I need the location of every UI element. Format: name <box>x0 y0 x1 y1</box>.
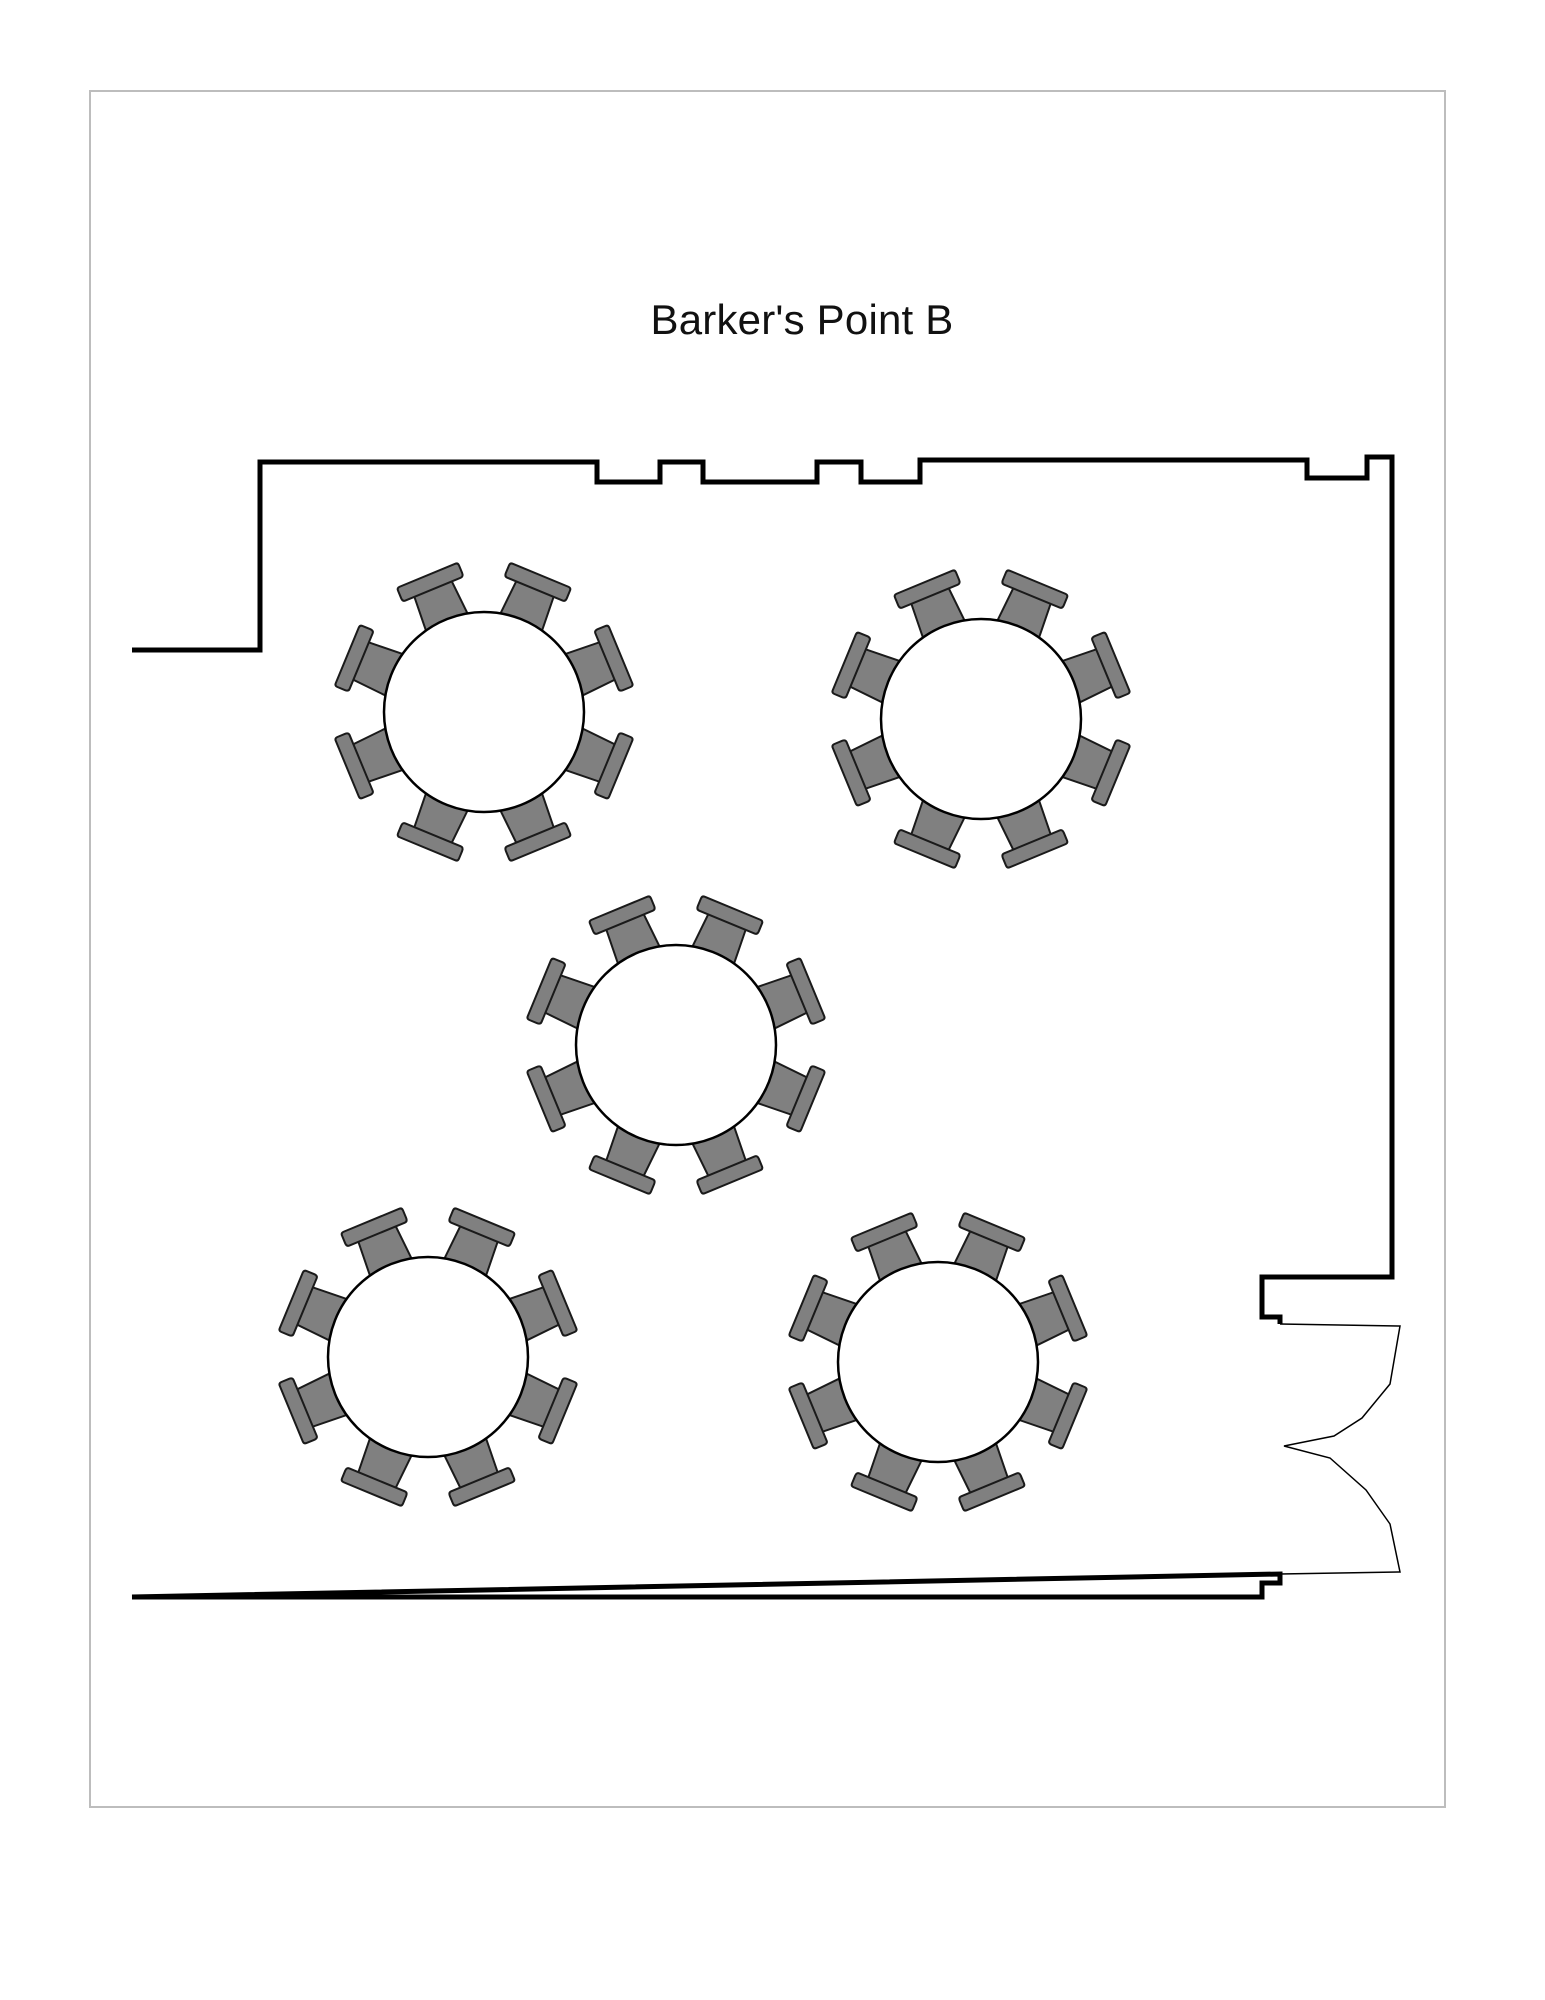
round-table-group <box>333 561 635 863</box>
round-table <box>879 617 1083 821</box>
room-wall <box>131 454 1395 1600</box>
round-table <box>326 1255 530 1459</box>
round-table <box>382 610 586 814</box>
room-title: Barker's Point B <box>650 296 954 343</box>
round-table-group <box>277 1206 579 1508</box>
round-table <box>574 943 778 1147</box>
round-table <box>836 1260 1040 1464</box>
round-table-group <box>830 568 1132 870</box>
tables-layer <box>277 561 1132 1513</box>
page-frame <box>89 90 1446 1808</box>
round-table-group <box>525 894 827 1196</box>
round-table-group <box>787 1211 1089 1513</box>
door <box>1279 1323 1401 1575</box>
